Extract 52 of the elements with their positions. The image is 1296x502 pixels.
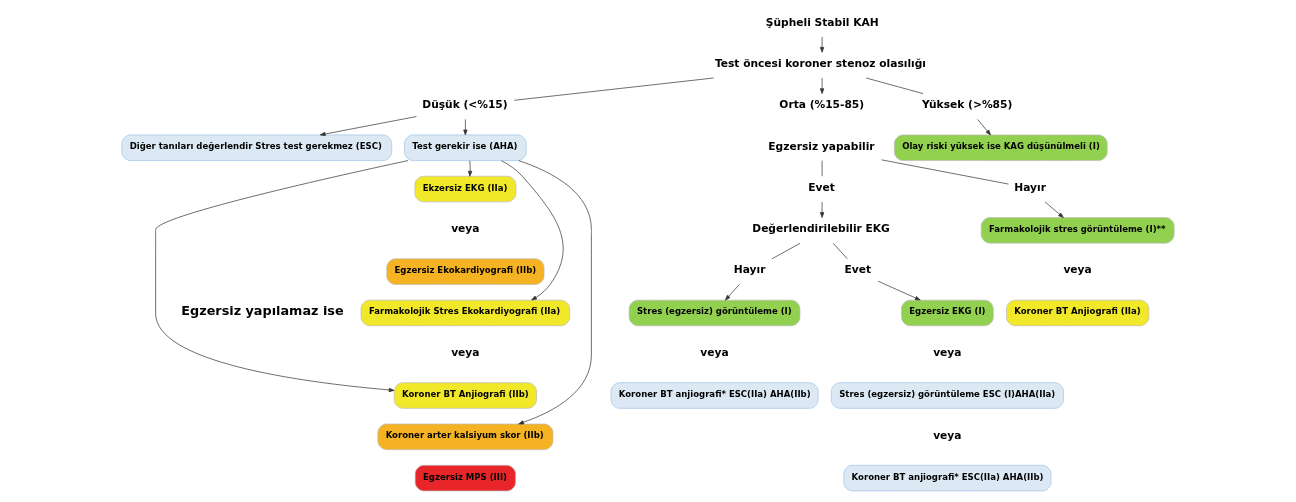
- connector: [865, 77, 924, 94]
- node-text: Şüpheli Stabil KAH: [765, 15, 879, 29]
- node-box: Stres (egzersiz) görüntüleme ESC (I)AHA(IIa): [830, 382, 1064, 409]
- node-box: Koroner BT Anjiografi (IIa): [1006, 299, 1150, 327]
- node-box: Test gerekir ise (AHA): [404, 134, 527, 161]
- arrow: [463, 119, 468, 136]
- node-box: Koroner BT anjiografi* ESC(IIa) AHA(IIb): [843, 464, 1052, 492]
- arrow: [319, 116, 417, 137]
- node-text: Orta (%15-85): [779, 98, 865, 112]
- node-box: Koroner BT anjiografi* ESC(IIa) AHA(IIb): [610, 382, 819, 409]
- label: veya: [451, 222, 480, 236]
- node-box: Diğer tanıları değerlendir Stres test gerekmez (ESC): [121, 134, 393, 161]
- node-text: Hayır: [1014, 180, 1046, 194]
- node-box: Koroner arter kalsiyum skor (IIb): [377, 423, 554, 450]
- arrow: [819, 36, 825, 53]
- node-text: Yüksek (>%85): [922, 98, 1013, 112]
- label: Egzersiz yapılamaz ise: [181, 303, 344, 319]
- arrow: [518, 160, 592, 425]
- node-text: Evet: [808, 180, 835, 194]
- connector: [832, 242, 848, 260]
- node-box: Stres (egzersiz) görüntüleme (I): [628, 299, 801, 327]
- node-text: Evet: [844, 263, 872, 277]
- arrow: [468, 160, 473, 177]
- connector: [881, 159, 1009, 185]
- arrow: [1044, 201, 1064, 218]
- node-box: Ekzersiz EKG (IIa): [414, 175, 517, 203]
- label: veya: [700, 346, 729, 360]
- node-box: Farmakolojik stres görüntüleme (I)**: [980, 217, 1175, 244]
- node-box: Olay riski yüksek ise KAG düşünülmeli (I): [894, 134, 1108, 161]
- node-box: Egzersiz Ekokardiyografi (IIb): [386, 258, 545, 285]
- label: veya: [1063, 263, 1092, 277]
- arrow: [725, 284, 740, 301]
- node-text: Hayır: [733, 263, 766, 277]
- label: veya: [451, 346, 480, 360]
- label: veya: [933, 428, 962, 442]
- node-box: Farmakolojik Stres Ekokardiyografi (IIa): [360, 299, 571, 327]
- arrow: [819, 201, 825, 218]
- arrow: [501, 160, 564, 301]
- node-text: Düşük (<%15): [422, 98, 508, 112]
- connector: [514, 77, 714, 101]
- label: veya: [933, 346, 962, 360]
- arrow: [877, 280, 921, 301]
- arrow: [819, 77, 825, 94]
- node-box: Egzersiz EKG (I): [901, 299, 994, 327]
- node-box: Egzersiz MPS (III): [414, 464, 516, 492]
- arrow: [977, 119, 991, 136]
- node-box: Koroner BT Anjiografi (IIb): [393, 382, 537, 409]
- node-text: Değerlendirilebilir EKG: [752, 222, 890, 236]
- connector: [771, 242, 801, 260]
- node-text: Egzersiz yapabilir: [768, 139, 875, 153]
- arrow: [155, 160, 409, 393]
- node-text: Test öncesi koroner stenoz olasılığı: [714, 56, 927, 70]
